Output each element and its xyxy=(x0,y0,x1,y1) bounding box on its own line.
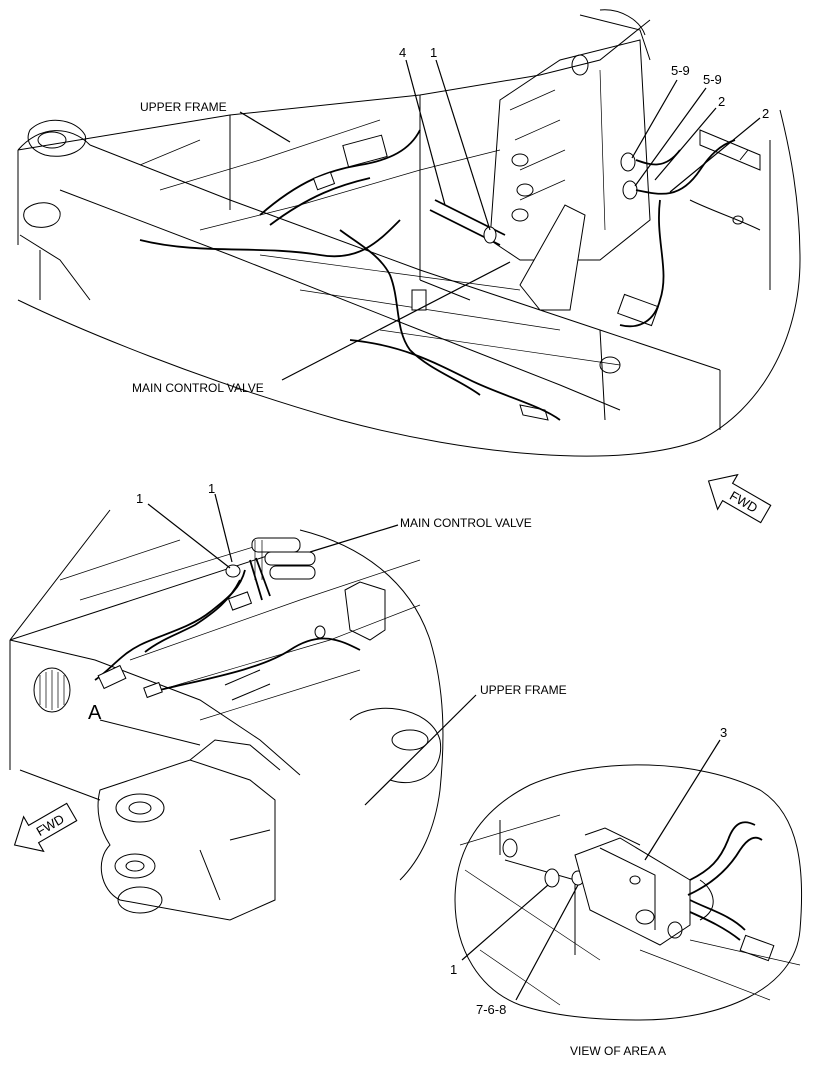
main-control-valve-middle xyxy=(251,537,316,580)
detail-view-boundary xyxy=(454,764,803,1021)
fwd-arrow-icon-middle: FWD xyxy=(13,802,78,853)
label-main-control-valve-middle: MAIN CONTROL VALVE xyxy=(400,516,532,530)
detail-view-area-a: 3 1 7-6-8 VIEW OF AREA A xyxy=(450,725,803,1058)
callout-1b-middle: 1 xyxy=(208,481,215,496)
leader-7-6-8 xyxy=(515,884,579,1001)
upper-frame-outline xyxy=(17,19,721,411)
label-upper-frame-middle: UPPER FRAME xyxy=(480,683,567,697)
leader-1a-middle xyxy=(147,503,231,569)
middle-view-boundary xyxy=(9,509,444,881)
callout-1-detail: 1 xyxy=(450,962,457,977)
harness-middle xyxy=(94,569,246,681)
leader-1-top xyxy=(435,59,491,231)
callout-2b: 2 xyxy=(762,106,769,121)
fwd-arrow-icon-top: FWD xyxy=(707,473,772,524)
leader-3 xyxy=(644,739,721,861)
leader-2b xyxy=(669,117,761,193)
tube-detail xyxy=(687,821,763,896)
caption-view-of-area-a: VIEW OF AREA A xyxy=(570,1044,666,1058)
callout-3: 3 xyxy=(720,725,727,740)
leader-1-detail xyxy=(461,884,549,961)
callout-1a-middle: 1 xyxy=(136,491,143,506)
callout-2a: 2 xyxy=(718,94,725,109)
harness-top xyxy=(259,129,421,226)
leader-1b-middle xyxy=(214,493,233,563)
leader-5-9a xyxy=(631,79,678,159)
main-control-valve xyxy=(489,39,651,261)
callout-1-top: 1 xyxy=(430,45,437,60)
label-area-a: A xyxy=(88,702,102,724)
callout-7-6-8: 7-6-8 xyxy=(476,1002,506,1017)
callout-5-9b: 5-9 xyxy=(703,72,722,87)
leader-main-control-valve-middle xyxy=(309,524,399,553)
top-view: UPPER FRAME MAIN CONTROL VALVE 4 1 5-9 5… xyxy=(17,9,801,524)
label-upper-frame-top: UPPER FRAME xyxy=(140,100,227,114)
top-view-boundary xyxy=(17,109,801,457)
leader-upper-frame-middle xyxy=(364,694,477,806)
leader-upper-frame-top xyxy=(239,111,291,143)
leader-2a xyxy=(654,107,717,181)
leader-4 xyxy=(405,59,446,206)
callout-4: 4 xyxy=(399,45,406,60)
part-3-block xyxy=(574,837,691,946)
label-main-control-valve-top: MAIN CONTROL VALVE xyxy=(132,381,264,395)
leader-main-control-valve-top xyxy=(281,261,511,381)
middle-view: 1 1 MAIN CONTROL VALVE UPPER FRAME A FWD xyxy=(9,481,567,921)
boom-foot xyxy=(97,759,276,921)
callout-5-9a: 5-9 xyxy=(671,63,690,78)
leader-5-9b xyxy=(634,87,707,187)
